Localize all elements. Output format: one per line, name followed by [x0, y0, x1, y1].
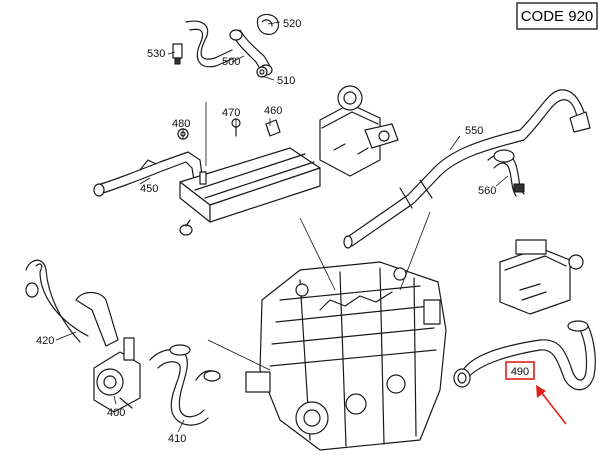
callout-470: 470 — [222, 107, 240, 119]
clamp-520 — [256, 13, 279, 35]
gasket-460 — [265, 119, 281, 137]
callout-420: 420 — [36, 335, 54, 347]
hose-420 — [25, 259, 119, 347]
callout-530: 530 — [147, 48, 165, 60]
callout-510: 510 — [277, 75, 295, 87]
egr-valve-unit — [319, 85, 399, 177]
callout-400: 400 — [107, 407, 125, 419]
egr-cooler-body — [179, 147, 321, 236]
callouts: 520 530 500 510 480 470 460 450 550 560 … — [36, 18, 496, 445]
egr-pipe-490 — [453, 320, 596, 391]
code-label: CODE 920 — [521, 8, 594, 25]
callout-500: 500 — [222, 56, 240, 68]
callout-450: 450 — [140, 183, 158, 195]
callout-520: 520 — [283, 18, 301, 30]
callout-480: 480 — [172, 118, 190, 130]
pipe-550 — [343, 89, 591, 249]
callout-550: 550 — [465, 125, 483, 137]
hose-560 — [487, 149, 525, 197]
hose-410 — [149, 344, 221, 426]
callout-460: 460 — [264, 105, 282, 117]
callout-410: 410 — [168, 433, 186, 445]
egr-pipe-450 — [93, 151, 203, 197]
clamp-510 — [256, 66, 268, 78]
highlight-490: 490 — [505, 361, 567, 425]
engine-block — [245, 261, 447, 451]
leader-lines — [55, 21, 509, 433]
callout-490: 490 — [511, 366, 529, 378]
callout-560: 560 — [478, 185, 496, 197]
highlight-arrow-head — [536, 385, 546, 398]
throttle-body-400 — [93, 337, 141, 413]
egr-cooler-right — [499, 239, 584, 315]
sensor-530 — [172, 43, 183, 65]
code-label-box: CODE 920 — [516, 2, 598, 30]
highlight-arrow-shaft — [540, 391, 567, 425]
callout-490-box — [505, 361, 535, 380]
